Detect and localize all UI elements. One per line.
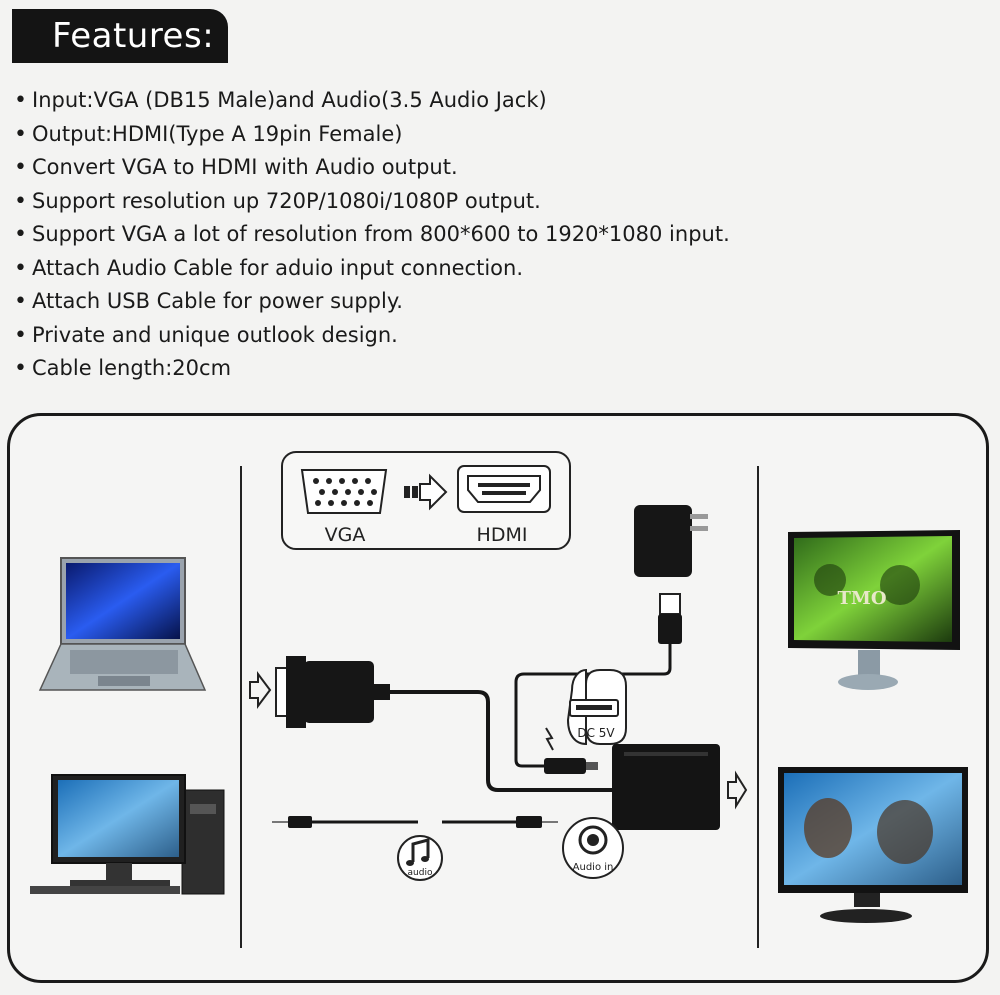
feature-item: •Cable length:20cm bbox=[14, 352, 730, 386]
music-note-icon: audio bbox=[397, 835, 443, 881]
bullet-icon: • bbox=[14, 121, 27, 147]
audio-label: audio bbox=[408, 868, 433, 878]
usb-cable bbox=[514, 644, 672, 768]
output-arrow-icon bbox=[727, 770, 748, 810]
features-list: •Input:VGA (DB15 Male)and Audio(3.5 Audi… bbox=[14, 84, 730, 386]
bullet-icon: • bbox=[14, 222, 27, 247]
hdmi-output-bubble: DC 5V bbox=[566, 668, 627, 746]
bullet-icon: • bbox=[14, 356, 27, 381]
bullet-icon: • bbox=[14, 255, 27, 281]
features-title: Features: bbox=[12, 9, 228, 63]
bullet-icon: • bbox=[14, 155, 27, 180]
hdmi-port-icon bbox=[457, 465, 551, 513]
monitor-icon: TMO bbox=[788, 530, 960, 690]
vga-cable bbox=[390, 690, 612, 792]
desktop-pc-icon bbox=[30, 774, 225, 895]
dc-plug-icon bbox=[544, 758, 586, 774]
audio-in-label: Audio in bbox=[573, 862, 614, 873]
converter-box-icon bbox=[612, 744, 720, 830]
feature-item: •Support VGA a lot of resolution from 80… bbox=[14, 218, 730, 252]
bullet-icon: • bbox=[14, 322, 27, 348]
audio-in-jack-icon: Audio in bbox=[562, 817, 624, 879]
feature-item: •Input:VGA (DB15 Male)and Audio(3.5 Audi… bbox=[14, 84, 730, 118]
feature-item: •Support resolution up 720P/1080i/1080P … bbox=[14, 185, 730, 219]
power-bolt-icon bbox=[545, 727, 554, 751]
feature-item: •Attach USB Cable for power supply. bbox=[14, 285, 730, 319]
vga-connector-icon bbox=[275, 656, 390, 728]
vga-label: VGA bbox=[325, 524, 366, 546]
feature-item: •Attach Audio Cable for aduio input conn… bbox=[14, 252, 730, 286]
input-arrow-icon bbox=[249, 671, 272, 709]
hdmi-label: HDMI bbox=[477, 524, 528, 546]
monitor-logo: TMO bbox=[838, 588, 887, 609]
feature-item: •Private and unique outlook design. bbox=[14, 319, 730, 353]
laptop-icon bbox=[38, 557, 207, 691]
dc-label: DC 5V bbox=[577, 726, 615, 740]
audio-cable bbox=[272, 816, 558, 828]
convert-arrow-icon bbox=[404, 473, 448, 511]
bullet-icon: • bbox=[14, 88, 27, 113]
bullet-icon: • bbox=[14, 289, 27, 314]
usb-plug-icon bbox=[658, 593, 682, 644]
feature-item: •Convert VGA to HDMI with Audio output. bbox=[14, 151, 730, 185]
vga-port-icon bbox=[300, 469, 388, 514]
power-adapter-icon bbox=[634, 505, 708, 577]
feature-item: •Output:HDMI(Type A 19pin Female) bbox=[14, 118, 730, 152]
bullet-icon: • bbox=[14, 188, 27, 214]
monitor-icon bbox=[778, 767, 968, 923]
